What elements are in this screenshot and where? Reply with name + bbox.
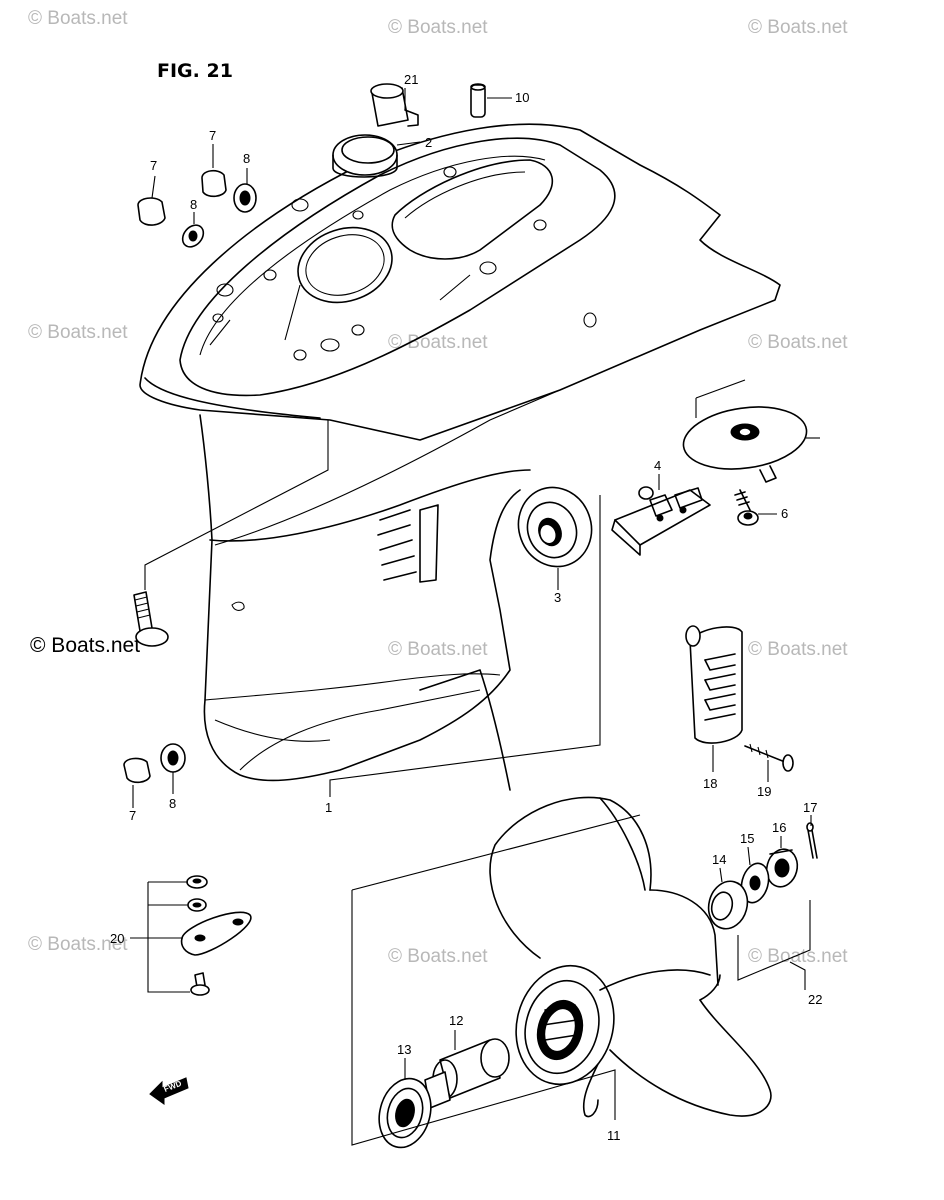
part-label-2: 2 [425,135,432,150]
part-label-15: 15 [740,831,754,846]
watermark: © Boats.net [748,639,848,660]
watermark: © Boats.net [388,332,488,353]
part-14-drawing [707,880,749,930]
part-17-drawing [806,822,818,859]
watermarks: © Boats.net © Boats.net © Boats.net © Bo… [28,8,848,967]
hardware-lower-left [123,743,186,784]
part-12-drawing [424,1038,510,1109]
propeller-drawing [489,796,772,1118]
part-label-12: 12 [449,1013,463,1028]
part-label-7: 7 [209,128,216,143]
part-label-10: 10 [515,90,529,105]
watermark: © Boats.net [28,934,128,955]
part-3-drawing [517,486,593,568]
part-label-11: 11 [607,1128,621,1143]
part-label-13: 13 [397,1042,411,1057]
watermark: © Boats.net [28,322,128,343]
part-21-drawing [370,83,419,127]
hardware-top-left [137,169,257,248]
watermark-primary: © Boats.net [30,634,140,657]
watermark: © Boats.net [28,8,128,29]
fwd-arrow: FWD [149,1077,189,1105]
part-15-drawing [740,862,770,904]
part-label-17: 17 [803,800,817,815]
watermark: © Boats.net [748,332,848,353]
watermark: © Boats.net [388,639,488,660]
part-label-3: 3 [554,590,561,605]
part-2-drawing [332,134,398,178]
part-label-20: 20 [110,931,124,946]
part-label-22: 22 [808,992,822,1007]
part-label-21: 21 [404,72,418,87]
anode-drawing [682,406,808,483]
part-label-6: 6 [781,506,788,521]
part-19-drawing [744,743,794,772]
part-label-19: 19 [757,784,771,799]
part-label-8: 8 [243,151,250,166]
part-16-drawing [765,848,799,888]
leader-lines [130,88,820,1146]
long-bolt-drawing [133,591,169,647]
watermark: © Boats.net [748,946,848,967]
figure-title: FIG. 21 [157,60,233,82]
watermark: © Boats.net [388,946,488,967]
part-label-7: 7 [150,158,157,173]
watermark: © Boats.net [748,17,848,38]
part-label-7: 7 [129,808,136,823]
part-label-8: 8 [190,197,197,212]
part-label-1: 1 [325,800,332,815]
part-label-14: 14 [712,852,726,867]
part-label-8: 8 [169,796,176,811]
part-20-drawing [180,875,252,996]
watermark: © Boats.net [388,17,488,38]
part-18-drawing [685,625,743,744]
part-label-4: 4 [654,458,661,473]
part-label-18: 18 [703,776,717,791]
gear-case-drawing [139,123,781,791]
part-6-drawing [734,489,759,526]
part-labels: 21 10 2 7 7 8 8 4 6 3 1 7 8 18 19 17 16 … [110,72,822,1143]
part-4-drawing [611,486,711,556]
part-13-drawing [378,1077,432,1149]
part-label-16: 16 [772,820,786,835]
part-10-drawing [470,83,486,118]
